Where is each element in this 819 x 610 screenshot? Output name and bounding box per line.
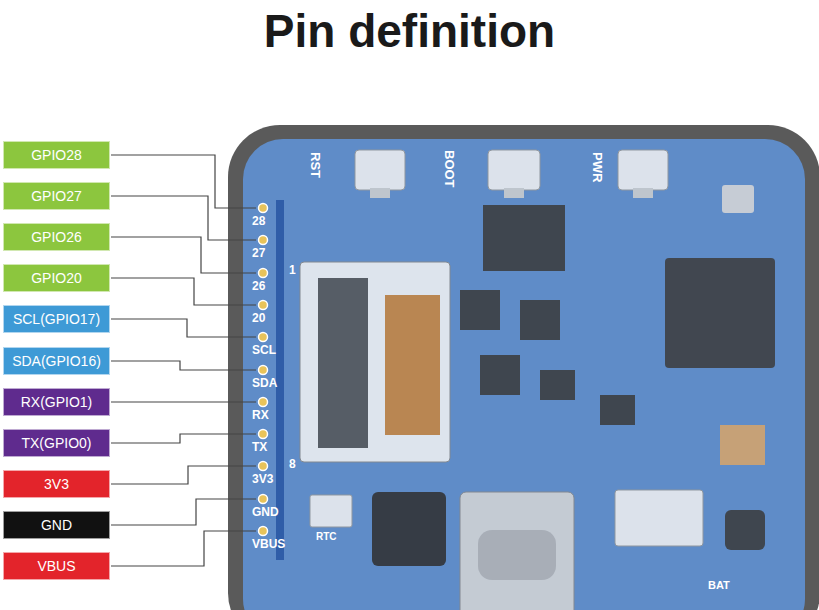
pcb [243, 139, 805, 610]
flash-chip [483, 205, 565, 271]
components [300, 150, 775, 610]
rst-button [355, 150, 405, 190]
pin-pad [259, 333, 268, 342]
fpc-connector [300, 262, 450, 462]
board [228, 125, 819, 610]
leader-line [111, 499, 256, 525]
pin-function: RX(GPIO1) [21, 394, 93, 410]
usb-c-port [460, 492, 574, 610]
connector-pin-marking: 1 [289, 264, 296, 276]
fpc-ribbon [385, 295, 440, 435]
leader-line [111, 278, 256, 305]
pin-pad [259, 204, 268, 213]
pin-pad [259, 236, 268, 245]
leader-line [111, 531, 256, 566]
leader-line [111, 434, 256, 443]
leader-line [111, 319, 256, 337]
pin-marking: 28 [252, 215, 265, 227]
leader-line [111, 401, 256, 402]
boot-button [488, 150, 540, 190]
pin-marking: 20 [252, 312, 265, 324]
pin-function: TX(GPIO0) [21, 435, 91, 451]
pin-marking: RX [252, 409, 269, 421]
button-marking: BOOT [443, 150, 456, 188]
leader-line [111, 361, 256, 370]
pin-pad [259, 301, 268, 310]
connector-marking: BAT [708, 580, 730, 591]
inductor [720, 425, 765, 465]
pin-label-box: VBUS [3, 552, 110, 580]
pin-label-box: GPIO26 [3, 223, 110, 251]
pin-label-box: SDA(GPIO16) [3, 347, 110, 375]
pin-pad [259, 398, 268, 407]
pin-function: 3V3 [44, 476, 69, 492]
connector-marking: RTC [316, 532, 337, 542]
pin-pad [259, 269, 268, 278]
pin-label-box: SCL(GPIO17) [3, 305, 110, 333]
pin-pad [259, 462, 268, 471]
pin-function: SCL(GPIO17) [13, 311, 100, 327]
pin-function: SDA(GPIO16) [12, 353, 101, 369]
pin-function: GPIO26 [31, 229, 82, 245]
button-marking: RST [309, 152, 322, 178]
ic [540, 370, 575, 400]
crystal [722, 185, 754, 213]
button-cap [504, 188, 524, 198]
pin-pad [259, 430, 268, 439]
rtc-connector [310, 495, 352, 527]
pin-label-box: GND [3, 511, 110, 539]
leader-line [111, 237, 256, 273]
leader-line [111, 196, 256, 240]
pin-marking: 26 [252, 280, 265, 292]
pin-label-box: GPIO28 [3, 141, 110, 169]
buzzer [372, 492, 446, 566]
leader-line [111, 155, 256, 208]
pin-label-box: RX(GPIO1) [3, 388, 110, 416]
pin-pad [259, 495, 268, 504]
button-cap [633, 188, 653, 198]
microphone [725, 510, 765, 550]
pin-function: GPIO20 [31, 270, 82, 286]
pin-function: VBUS [37, 558, 75, 574]
pin-label-box: 3V3 [3, 470, 110, 498]
button-cap [370, 188, 390, 198]
ic [600, 395, 635, 425]
pin-function: GPIO28 [31, 147, 82, 163]
pin-marking: VBUS [252, 538, 285, 550]
pwr-button [618, 150, 668, 190]
battery-connector [615, 490, 703, 546]
pin-pad [259, 366, 268, 375]
pin-marking: SCL [252, 344, 276, 356]
pin-marking: 3V3 [252, 473, 273, 485]
ic [460, 290, 500, 330]
usb-c-opening [478, 530, 556, 580]
ic [520, 300, 560, 340]
pin-marking: TX [252, 441, 267, 453]
mcu-chip [665, 258, 775, 368]
page-title: Pin definition [0, 4, 819, 58]
fpc-slot [318, 278, 368, 448]
ic [480, 355, 520, 395]
pin-label-box: TX(GPIO0) [3, 429, 110, 457]
leader-line [111, 466, 256, 484]
pin-pad [259, 527, 268, 536]
pin-marking: 27 [252, 247, 265, 259]
case-frame [228, 125, 819, 610]
connector-pin-marking: 8 [289, 458, 296, 470]
pin-label-box: GPIO27 [3, 182, 110, 210]
leader-lines [111, 155, 256, 566]
pin-marking: SDA [252, 377, 277, 389]
button-marking: PWR [591, 152, 604, 182]
pin-marking: GND [252, 506, 279, 518]
pin-function: GND [41, 517, 72, 533]
pin-function: GPIO27 [31, 188, 82, 204]
pin-label-box: GPIO20 [3, 264, 110, 292]
